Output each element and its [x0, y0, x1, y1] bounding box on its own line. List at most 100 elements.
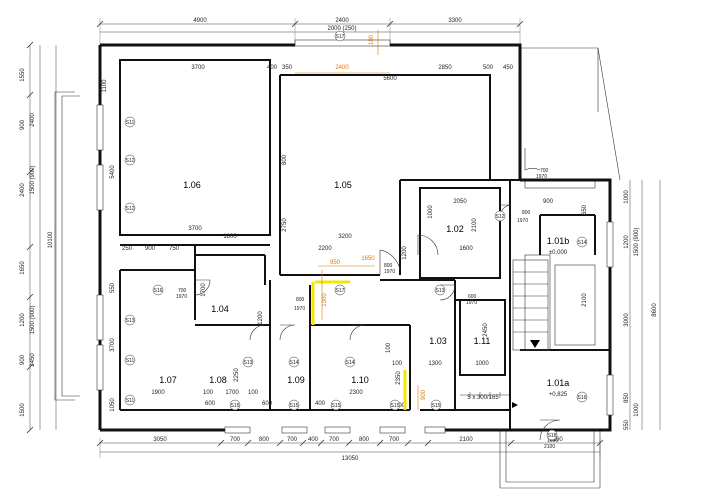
- tag-s17b: S17: [334, 284, 346, 296]
- svg-text:S17: S17: [336, 34, 345, 40]
- dim-top-orange-b: 100: [369, 34, 375, 45]
- inner-dim: 1000: [475, 361, 489, 367]
- inner-dim: 900: [145, 246, 156, 252]
- dim-left-p: 3700: [110, 338, 116, 352]
- door-label: 800: [296, 297, 305, 303]
- dim-bottom-total: 13050: [342, 456, 359, 462]
- room-1-02: 1.02: [446, 224, 464, 234]
- svg-text:S14: S14: [578, 240, 587, 246]
- top-dimensions: 4900 2400 3300 2000 (250) 3700 400 350 2…: [191, 18, 513, 82]
- door-label-h: 2100: [544, 444, 555, 450]
- svg-text:S13: S13: [244, 360, 253, 366]
- dim-bottom-m: 1700: [225, 390, 239, 396]
- dim-bottom-c: 800: [259, 437, 270, 443]
- room-1-01a-level: +0,825: [549, 392, 568, 398]
- dim-left-q: 1050: [110, 398, 116, 412]
- door-label-h: 1970: [384, 269, 395, 275]
- highlighted-walls: [311, 280, 407, 410]
- tag-s15b: S15: [288, 399, 300, 411]
- dim-left-b: 1100: [102, 79, 108, 93]
- orange-dim-b: 1650: [361, 256, 375, 262]
- inner-dim: 800: [282, 154, 288, 165]
- dim-left-i: 1200: [20, 313, 26, 327]
- inner-dim: 2250: [234, 368, 240, 382]
- tag-s12b: S12: [124, 202, 136, 214]
- dim-bottom-d: 700: [287, 437, 298, 443]
- dim-right-f: 850: [624, 392, 630, 403]
- inner-dim: 3700: [188, 226, 202, 232]
- room-labels: 1.06 1.05 1.02 1.01b ±0,000 1.04 1.03 1.…: [159, 180, 569, 398]
- room-1-11: 1.11: [474, 336, 491, 346]
- svg-text:S18: S18: [548, 433, 557, 439]
- dim-bottom-k: 1900: [151, 390, 165, 396]
- inner-dim: 2350: [396, 371, 402, 385]
- door-label: 700: [178, 288, 187, 294]
- inner-dimensions: 3700 1800 2200 3200 900 2050 1600 250 90…: [122, 154, 588, 407]
- external-structures: [54, 39, 621, 489]
- dim-left-e: 2400: [20, 183, 26, 197]
- inner-dim: 400: [315, 401, 326, 407]
- svg-text:S16: S16: [578, 395, 587, 401]
- windows: [96, 104, 614, 434]
- staircase: 5 x 300/165: [460, 259, 549, 408]
- tag-s15c: S15: [330, 399, 342, 411]
- door-label: 700: [540, 168, 549, 174]
- tag-s17-top: S17: [334, 30, 346, 42]
- dimension-lines: [26, 18, 661, 458]
- inner-dim: 2100: [472, 218, 478, 232]
- dim-top-opening: 2000 (250): [327, 26, 356, 32]
- inner-dim: 100: [386, 342, 392, 353]
- dim-left-c: 900: [20, 119, 26, 130]
- inner-dim: 1600: [459, 246, 473, 252]
- room-1-05: 1.05: [334, 180, 352, 190]
- dim-top-c: 3300: [448, 18, 462, 24]
- door-label: 1000: [547, 438, 558, 444]
- dim-bottom-p: 300: [395, 403, 406, 409]
- svg-text:S12: S12: [496, 214, 505, 220]
- dim-top-e: 400: [267, 65, 278, 71]
- inner-dim: 250: [122, 246, 133, 252]
- inner-dim: 100: [392, 361, 403, 367]
- room-1-04: 1.04: [211, 304, 229, 314]
- dim-bottom-f: 700: [329, 437, 340, 443]
- inner-dim: 650: [582, 204, 588, 215]
- left-dimensions: 1550 1100 900 2400 2400 1500 (900) 10100…: [20, 68, 116, 417]
- dim-top-f: 350: [282, 65, 293, 71]
- tag-s14: S14: [288, 356, 300, 368]
- dim-left-j: 1500 (900): [30, 305, 36, 334]
- svg-text:S12: S12: [126, 206, 135, 212]
- stair-arrow-icon: [530, 340, 540, 348]
- orange-dim-d: 900: [421, 389, 427, 400]
- svg-text:S15: S15: [231, 403, 240, 409]
- inner-dim: 1800: [223, 234, 237, 240]
- dim-top-orange-a: 2400: [335, 65, 349, 71]
- dim-top-h: 2850: [438, 65, 452, 71]
- inner-dim: 750: [169, 246, 180, 252]
- room-1-10: 1.10: [351, 375, 369, 385]
- inner-dim: 900: [543, 199, 554, 205]
- tag-s15e: S15: [430, 399, 442, 411]
- dim-bottom-j: 2100: [549, 437, 563, 443]
- dim-left-o: 550: [110, 282, 116, 293]
- orange-dim-a: 950: [330, 260, 341, 266]
- stair-arrow-icon: [512, 402, 518, 408]
- dim-left-f: 1500 (900): [30, 165, 36, 194]
- dim-bottom-g: 800: [359, 437, 370, 443]
- walls: [98, 43, 612, 432]
- inner-dim: 1300: [428, 361, 442, 367]
- dim-bottom-h: 700: [389, 437, 400, 443]
- tag-s13b: S13: [242, 356, 254, 368]
- door-labels: 800 1970 800 1970 700 1970 600 1970 700 …: [176, 168, 558, 450]
- svg-text:S12: S12: [126, 158, 135, 164]
- door-label-h: 1970: [517, 218, 528, 224]
- tag-s12: S12: [124, 154, 136, 166]
- dim-right-h: 550: [624, 419, 630, 430]
- tag-s16b: S16: [576, 391, 588, 403]
- right-dimensions: 1000 1200 1500 (900) 3000 8600 850 1000 …: [624, 190, 658, 430]
- tag-s13c: S13: [434, 284, 446, 296]
- dim-left-l: 2450: [30, 353, 36, 367]
- tag-s14c: S14: [344, 356, 356, 368]
- dim-right-b: 1200: [624, 235, 630, 249]
- inner-dim: 1000: [428, 205, 434, 219]
- inner-dim: 600: [262, 401, 273, 407]
